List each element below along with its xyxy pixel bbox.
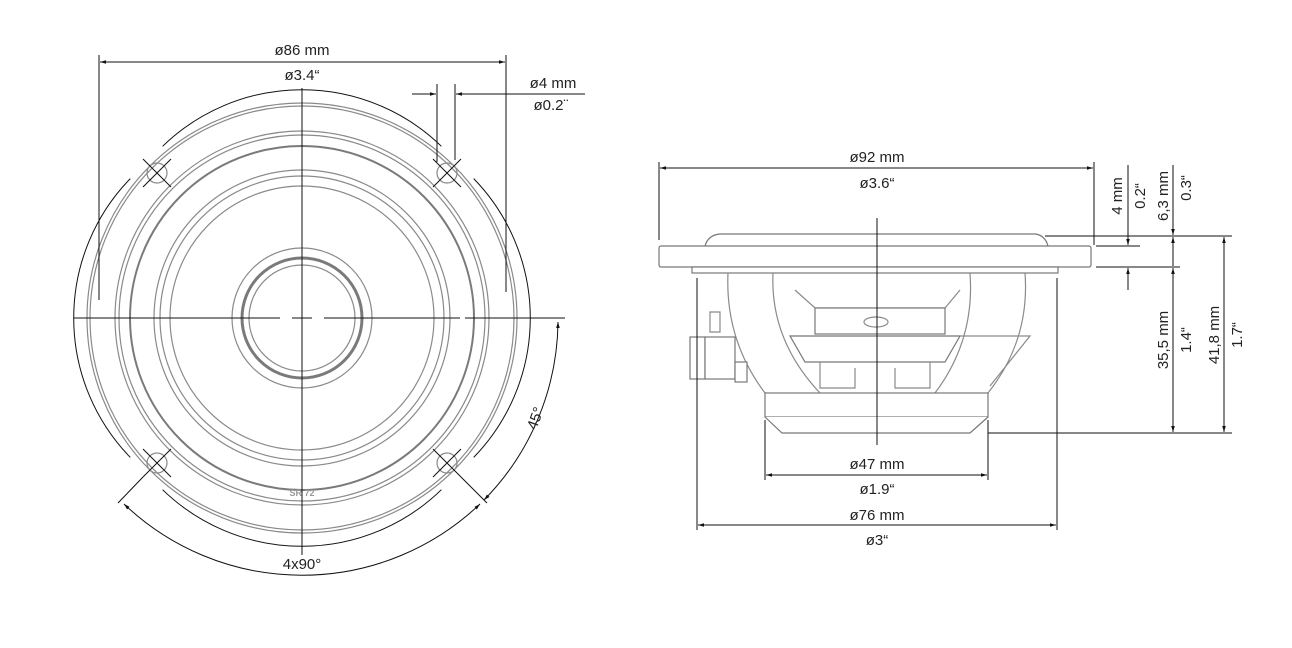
hole-diameter-mm: ø4 mm [530, 75, 577, 92]
angle-dimensions: 45° 4x90° [117, 321, 560, 576]
center-lines [74, 88, 565, 555]
flange-thickness-in: 0.2“ [1132, 183, 1149, 209]
outer-diameter-mm: ø86 mm [274, 42, 329, 59]
front-view: SR 72 ø86 mm ø3.4“ ø4 mm ø0.2¨ 45° [73, 42, 585, 576]
hole-pattern-angle: 4x90° [283, 556, 322, 573]
outer-diameter-in: ø3.4“ [284, 67, 319, 84]
mount-depth-mm: 35,5 mm [1155, 311, 1172, 369]
mounting-hole [432, 158, 462, 188]
magnet-diameter-dimension: ø47 mm ø1.9“ [764, 420, 989, 498]
total-depth-in: 1.7“ [1229, 322, 1246, 348]
magnet-diameter-mm: ø47 mm [849, 456, 904, 473]
hole-diameter-dimension: ø4 mm ø0.2¨ [412, 75, 585, 162]
depth-dimensions: 4 mm 0.2“ 6,3 mm 0.3“ 35,5 mm 1.4“ 41,8 … [988, 165, 1246, 434]
mounting-holes [142, 158, 462, 478]
mount-depth-in: 1.4“ [1178, 327, 1195, 353]
cutout-diameter-mm: ø76 mm [849, 507, 904, 524]
magnet-diameter-in: ø1.9“ [859, 481, 894, 498]
side-view: ø92 mm ø3.6“ ø47 mm ø1.9“ ø76 mm ø3“ 4 m… [658, 149, 1246, 549]
flange-diameter-mm: ø92 mm [849, 149, 904, 166]
hole-diameter-in: ø0.2¨ [533, 97, 568, 114]
mounting-hole [142, 158, 172, 188]
speaker-side-outline [658, 233, 1092, 434]
flange-diameter-in: ø3.6“ [859, 175, 894, 192]
dome-height-in: 0.3“ [1178, 175, 1195, 201]
total-depth-mm: 41,8 mm [1206, 306, 1223, 364]
hole-offset-angle: 45° [524, 405, 548, 432]
mounting-hole [142, 448, 172, 478]
flange-thickness-mm: 4 mm [1109, 177, 1126, 215]
dome-height-mm: 6,3 mm [1155, 171, 1172, 221]
cutout-diameter-dimension: ø76 mm ø3“ [696, 278, 1058, 549]
mounting-hole [432, 448, 462, 478]
flange-diameter-dimension: ø92 mm ø3.6“ [658, 149, 1095, 245]
cutout-diameter-in: ø3“ [866, 532, 889, 549]
